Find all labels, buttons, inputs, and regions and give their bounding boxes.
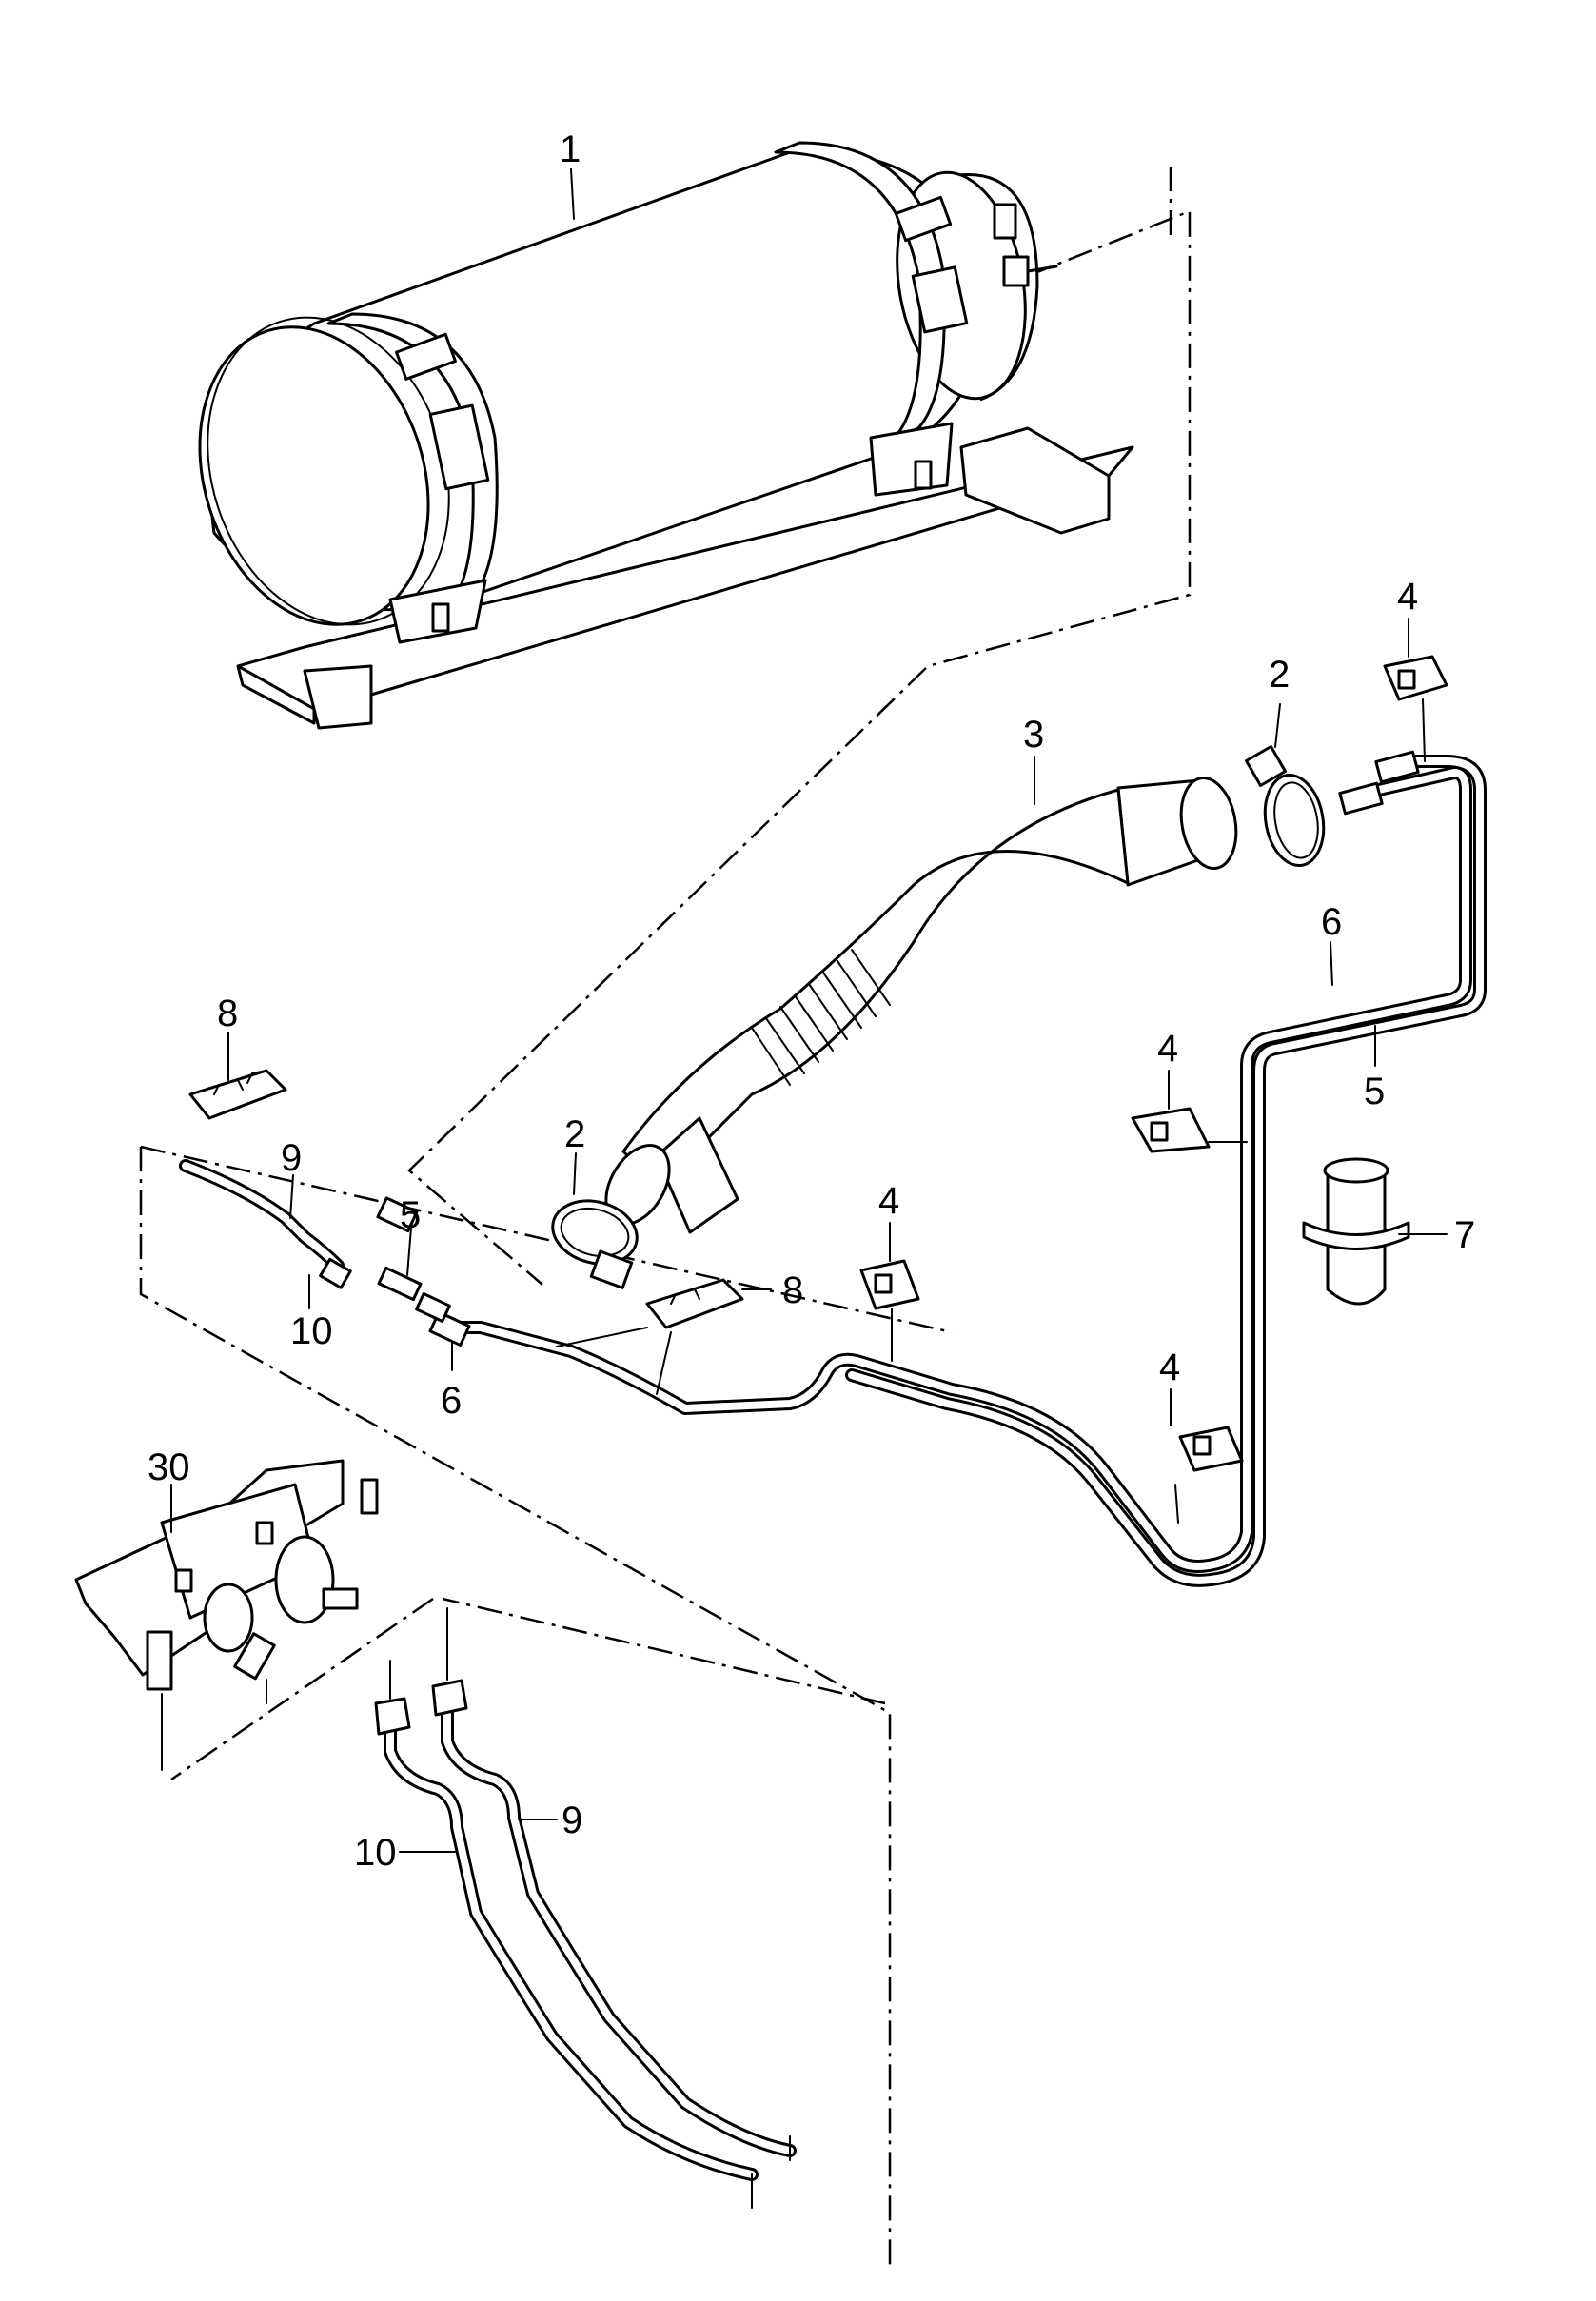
- hose-clamp-lower[interactable]: [545, 1191, 643, 1289]
- label-4-top: 4: [1397, 576, 1418, 618]
- label-4-mid-group: 4: [1157, 1028, 1248, 1143]
- phantom-outlines: [139, 167, 1192, 2265]
- filler-hose[interactable]: [593, 774, 1243, 1235]
- holder-top[interactable]: [1383, 655, 1448, 701]
- hose-clamp-upper[interactable]: [1245, 745, 1330, 871]
- label-6-left-group: 6: [441, 1341, 462, 1422]
- label-4-center: 4: [878, 1180, 899, 1222]
- hose-corrugation: [751, 949, 891, 1086]
- label-4-top-group: 4: [1397, 576, 1426, 762]
- label-10-upper: 10: [290, 1310, 333, 1352]
- label-2-lower-group: 2: [564, 1113, 585, 1195]
- label-1: 1: [560, 128, 581, 170]
- label-5-left: 5: [400, 1194, 421, 1236]
- label-6-left: 6: [441, 1380, 462, 1422]
- label-4-center-group: 4: [878, 1180, 899, 1362]
- label-2-upper-group: 2: [1269, 654, 1290, 748]
- label-8-left-group: 8: [217, 993, 238, 1081]
- label-9-upper: 9: [281, 1137, 302, 1179]
- label-2-lower: 2: [564, 1113, 585, 1155]
- label-10-lower-group: 10: [354, 1832, 456, 1874]
- label-3-group: 3: [1023, 714, 1044, 805]
- clip-left[interactable]: [188, 1069, 287, 1120]
- label-8-center: 8: [782, 1269, 803, 1311]
- holder-mid[interactable]: [1131, 1107, 1211, 1153]
- holder-lower[interactable]: [1178, 1426, 1244, 1472]
- label-6-right: 6: [1321, 901, 1342, 943]
- label-9-upper-group: 9: [281, 1137, 302, 1219]
- label-9-lower: 9: [562, 1800, 582, 1841]
- pressure-regulator[interactable]: [74, 1459, 379, 1691]
- label-7-group: 7: [1398, 1214, 1475, 1256]
- label-4-lower-group: 4: [1159, 1347, 1180, 1524]
- label-4-mid: 4: [1157, 1028, 1178, 1070]
- filling-pipe-pair[interactable]: [376, 750, 1487, 1587]
- label-9-lower-group: 9: [518, 1800, 582, 1841]
- label-1-group: 1: [560, 128, 581, 220]
- label-30-group: 30: [148, 1446, 267, 1771]
- lpg-tank[interactable]: [163, 141, 1134, 730]
- label-10-lower: 10: [354, 1832, 397, 1874]
- label-2-upper: 2: [1269, 654, 1290, 696]
- label-3: 3: [1023, 714, 1044, 756]
- label-6-right-group: 6: [1321, 901, 1342, 986]
- label-10-upper-group: 10: [290, 1274, 333, 1352]
- label-8-center-group: 8: [556, 1269, 803, 1395]
- label-5-right: 5: [1364, 1071, 1385, 1112]
- label-7: 7: [1454, 1214, 1475, 1256]
- label-5-right-group: 5: [1364, 1025, 1385, 1112]
- gas-line-lower[interactable]: [374, 1607, 797, 2209]
- holder-center[interactable]: [859, 1259, 920, 1310]
- clip-center[interactable]: [645, 1278, 744, 1329]
- label-4-lower: 4: [1159, 1347, 1180, 1388]
- gas-line-upper[interactable]: [179, 1159, 451, 1323]
- label-5-left-group: 5: [400, 1194, 421, 1276]
- sleeve[interactable]: [1302, 1157, 1410, 1306]
- label-8-left: 8: [217, 993, 238, 1034]
- label-30: 30: [148, 1446, 190, 1488]
